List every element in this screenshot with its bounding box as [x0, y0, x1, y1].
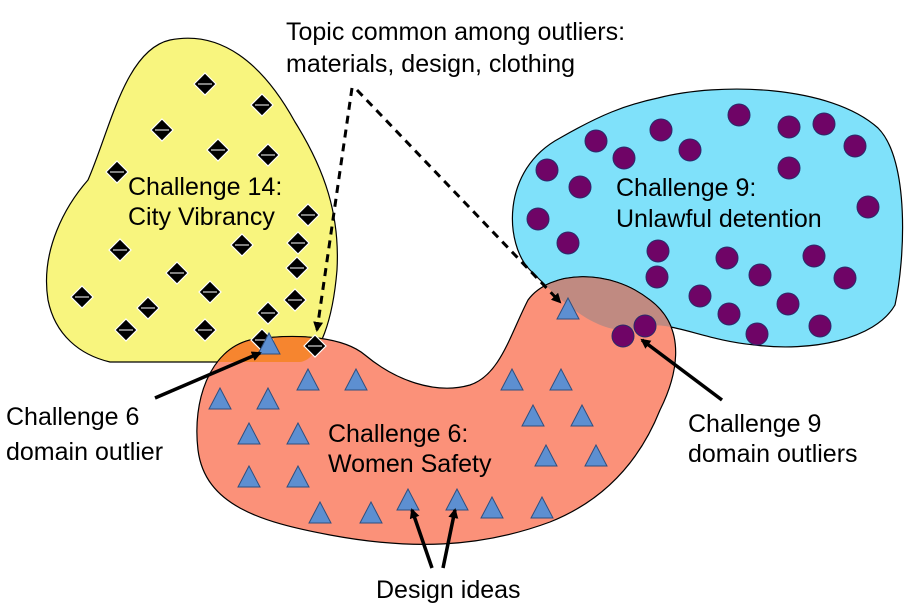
triangle-icon: [237, 421, 261, 445]
topic-annotation-line2: materials, design, clothing: [286, 50, 575, 78]
circle-icon: [584, 129, 608, 153]
challenge-6-outlier-line1: Challenge 6: [6, 403, 139, 431]
circle-icon: [646, 239, 670, 263]
design-ideas-label: Design ideas: [376, 576, 521, 604]
circle-icon: [535, 158, 559, 182]
circle-icon: [612, 146, 636, 170]
triangle-icon: [521, 403, 545, 427]
topic-annotation-line1: Topic common among outliers:: [286, 18, 625, 46]
challenge-9-outliers-line2: domain outliers: [688, 440, 858, 468]
circle-icon: [833, 266, 857, 290]
circle-icon: [808, 314, 832, 338]
circle-icon: [678, 138, 702, 162]
challenge-6-label-line2: Women Safety: [328, 450, 492, 478]
circle-icon: [777, 156, 801, 180]
triangle-icon: [286, 464, 310, 488]
challenge-9-label-line1: Challenge 9:: [616, 174, 756, 202]
triangle-icon: [286, 421, 310, 445]
circle-icon: [812, 112, 836, 136]
triangle-icon: [584, 443, 608, 467]
triangle-icon: [308, 500, 332, 524]
triangle-icon: [344, 367, 368, 391]
circle-icon: [715, 246, 739, 270]
challenge-9-label-line2: Unlawful detention: [616, 205, 822, 233]
triangle-icon: [396, 487, 420, 511]
triangle-icon: [359, 500, 383, 524]
dashed-arrow-to-challenge-9-outlier: [355, 88, 562, 304]
circle-icon: [568, 175, 592, 199]
triangle-icon: [500, 367, 524, 391]
triangle-icon: [296, 367, 320, 391]
triangle-icon: [530, 495, 554, 519]
circle-icon: [776, 292, 800, 316]
triangle-icon: [556, 296, 580, 320]
arrow-design-idea-1: [409, 508, 434, 569]
circle-icon: [611, 324, 635, 348]
circle-icon: [777, 115, 801, 139]
arrow-design-idea-2: [441, 508, 459, 569]
cluster-markers: [70, 72, 880, 524]
triangle-icon: [256, 386, 280, 410]
triangle-icon: [237, 464, 261, 488]
dashed-arrow-to-challenge-14-outlier: [313, 87, 354, 332]
triangle-icon: [549, 367, 573, 391]
challenge-6-label-line1: Challenge 6:: [328, 420, 468, 448]
challenge-14-label-line2: City Vibrancy: [128, 203, 275, 231]
circle-icon: [727, 103, 751, 127]
circle-icon: [688, 284, 712, 308]
circle-icon: [633, 314, 657, 338]
triangle-icon: [480, 495, 504, 519]
circle-icon: [802, 244, 826, 268]
circle-icon: [748, 263, 772, 287]
triangle-icon: [257, 331, 281, 355]
arrow-challenge-6-outlier: [154, 351, 262, 400]
circle-icon: [843, 134, 867, 158]
arrow-challenge-9-outliers: [640, 338, 724, 402]
challenge-9-outliers-line1: Challenge 9: [688, 410, 821, 438]
solid-arrows: [154, 338, 724, 569]
circle-icon: [745, 322, 769, 346]
circle-icon: [856, 195, 880, 219]
circle-icon: [526, 207, 550, 231]
topic-dashed-arrows: [313, 87, 562, 332]
triangle-icon: [208, 386, 232, 410]
circle-icon: [717, 302, 741, 326]
circle-icon: [645, 265, 669, 289]
circle-icon: [649, 118, 673, 142]
triangle-icon: [534, 443, 558, 467]
challenge-6-outlier-line2: domain outlier: [6, 438, 163, 466]
circle-icon: [556, 231, 580, 255]
triangle-icon: [570, 403, 594, 427]
challenge-14-label-line1: Challenge 14:: [128, 173, 282, 201]
